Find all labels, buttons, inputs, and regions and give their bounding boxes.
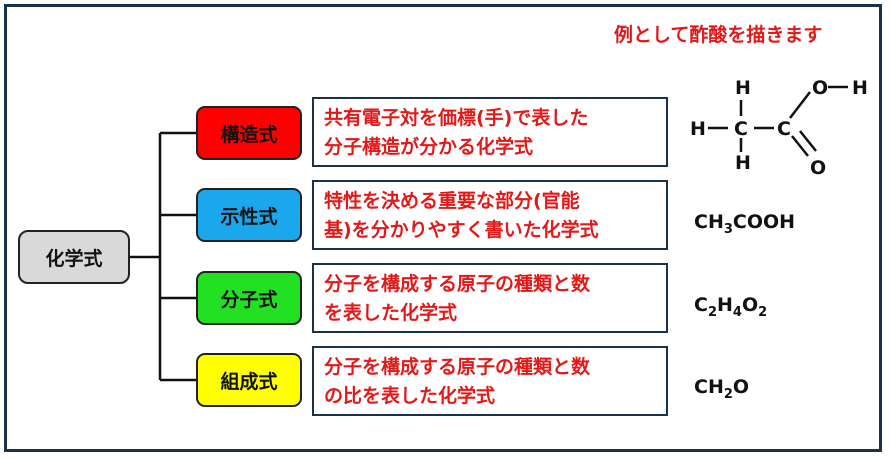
- formula-text: CH: [694, 211, 724, 233]
- category-label: 示性式: [220, 205, 278, 228]
- category-label: 組成式: [220, 370, 278, 393]
- description-line: を表した化学式: [324, 302, 458, 324]
- description-line: 分子構造が分かる化学式: [324, 136, 534, 158]
- description-box: 共有電子対を価標(手)で表した 分子構造が分かる化学式: [312, 97, 668, 167]
- formula-text: C: [694, 294, 708, 316]
- example-note: 例として酢酸を描きます: [614, 24, 823, 46]
- description-box: 分子を構成する原子の種類と数 を表した化学式: [312, 263, 668, 333]
- formula-example: C2H4O2: [694, 294, 767, 320]
- atom-h-left: H: [690, 118, 706, 140]
- description-line: 分子を構成する原子の種類と数: [324, 356, 591, 378]
- root-node: 化学式: [18, 230, 130, 284]
- formula-subscript: 2: [758, 305, 768, 320]
- category-label: 分子式: [220, 288, 278, 311]
- description-line: 分子を構成する原子の種類と数: [324, 273, 591, 295]
- category-label: 構造式: [220, 123, 278, 146]
- description-line: 共有電子対を価標(手)で表した: [324, 107, 589, 129]
- description-box: 特性を決める重要な部分(官能 基)を分かりやすく書いた化学式: [312, 180, 668, 250]
- category-box-rational: 示性式: [196, 188, 302, 242]
- formula-subscript: 2: [707, 305, 717, 320]
- description-line: 特性を決める重要な部分(官能: [324, 190, 580, 212]
- category-box-molecular: 分子式: [196, 271, 302, 325]
- category-box-empirical: 組成式: [196, 353, 302, 407]
- acetic-acid-structure: H H C C H O H O: [690, 77, 868, 179]
- atom-o-bottom: O: [810, 157, 826, 179]
- formula-text: O: [732, 376, 750, 398]
- bond-c-oh: [789, 91, 811, 119]
- description-box: 分子を構成する原子の種類と数 の比を表した化学式: [312, 346, 668, 416]
- formula-subscript: 2: [723, 387, 733, 402]
- formula-example: CH3COOH: [694, 211, 796, 237]
- formula-text: CH: [694, 376, 724, 398]
- formula-text: O: [741, 294, 759, 316]
- description-line: の比を表した化学式: [324, 385, 496, 407]
- atom-h-top: H: [735, 77, 751, 99]
- formula-text: COOH: [732, 211, 796, 233]
- formula-subscript: 4: [732, 305, 742, 320]
- atom-c-left: C: [734, 118, 748, 140]
- category-box-structural: 構造式: [196, 106, 302, 160]
- formula-example: CH2O: [694, 376, 750, 402]
- atom-h-right: H: [852, 77, 868, 99]
- atom-h-bottom: H: [735, 152, 751, 174]
- formula-text: H: [717, 294, 733, 316]
- double-bond-b: [799, 130, 817, 152]
- formula-subscript: 3: [723, 222, 733, 237]
- description-line: 基)を分かりやすく書いた化学式: [324, 219, 599, 241]
- atom-o-top: O: [812, 77, 828, 99]
- atom-c-right: C: [777, 118, 791, 140]
- double-bond-a: [791, 135, 809, 157]
